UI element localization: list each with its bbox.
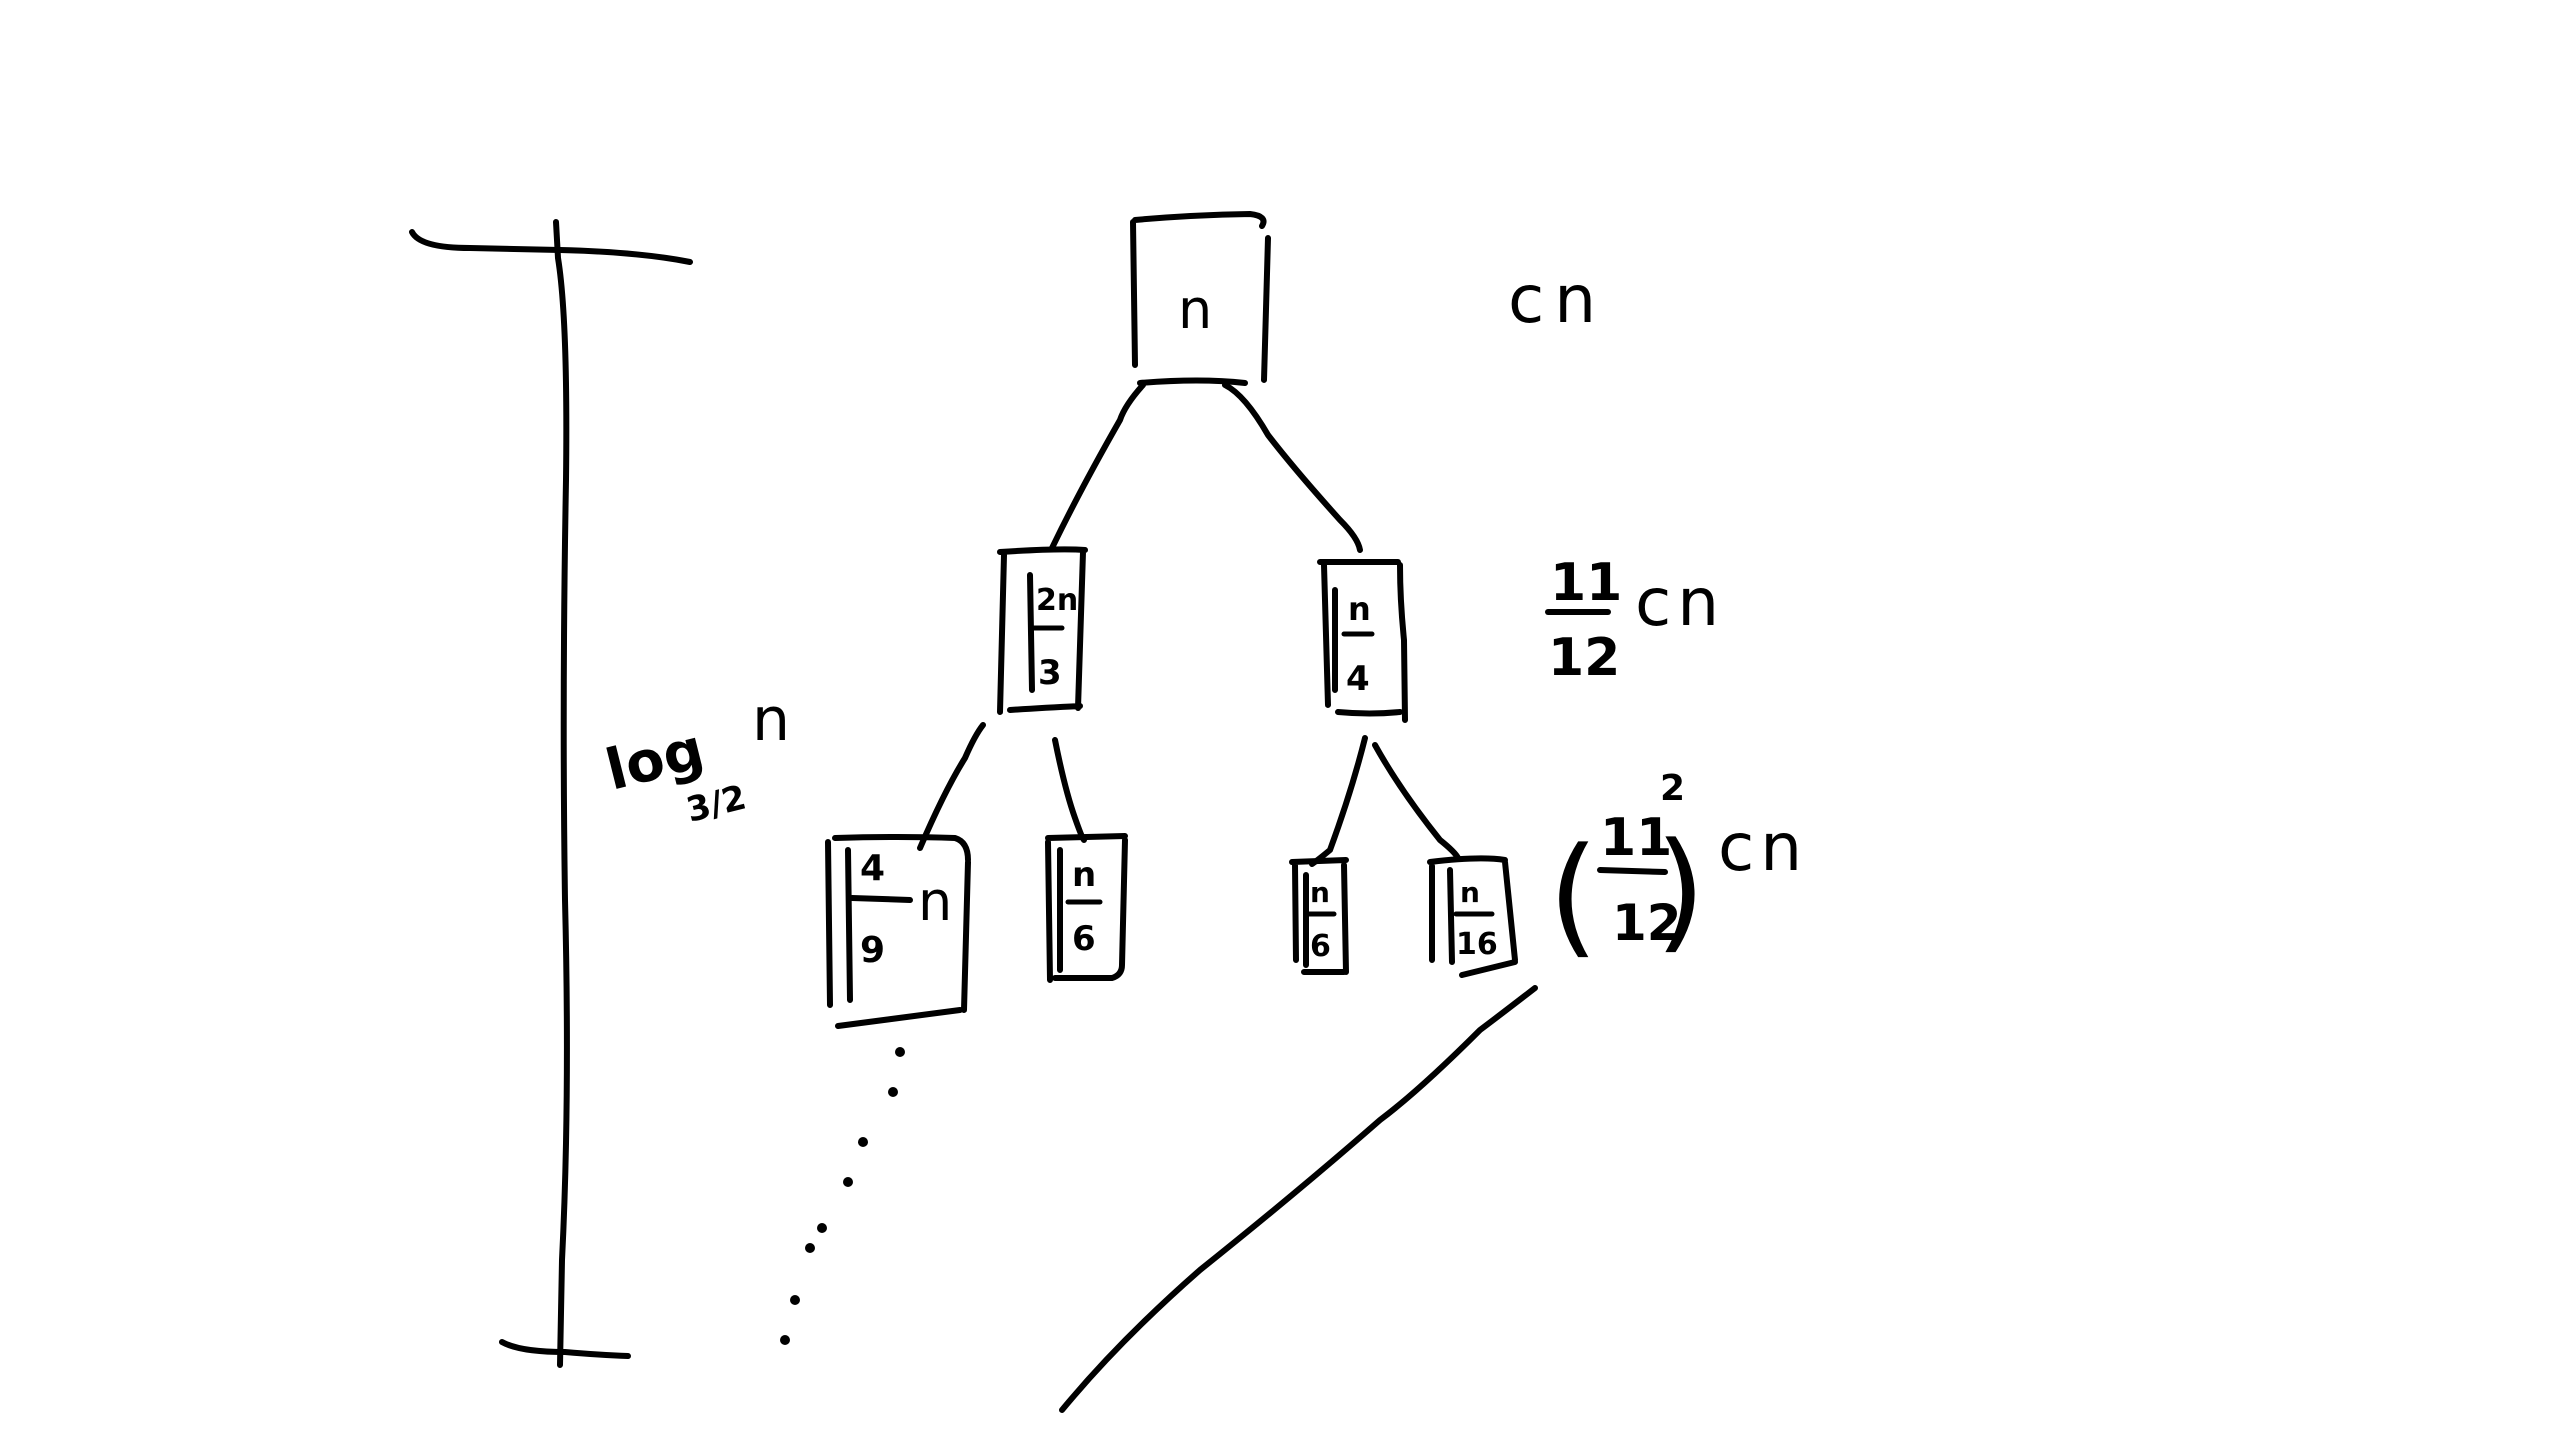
edge-right-leftchild bbox=[1309, 735, 1368, 867]
height-base-text: 3/2 bbox=[683, 777, 751, 830]
node-4-over-9-numerator: 4 bbox=[860, 848, 885, 889]
node-4-over-9-denominator: 9 bbox=[860, 930, 885, 971]
continuation-dot bbox=[888, 1087, 898, 1097]
node-n-over-4: n 4 bbox=[1317, 559, 1408, 723]
node-2n-over-3-numerator: 2n bbox=[1036, 583, 1078, 618]
level-cost-2-suffix: cn bbox=[1718, 809, 1808, 886]
level-cost-1: 11 12 cn bbox=[1545, 553, 1725, 688]
node-n-over-6-right: n 6 bbox=[1289, 857, 1349, 975]
edge-left-leftchild bbox=[917, 722, 986, 851]
height-argument-text: n bbox=[752, 685, 790, 755]
level-cost-2-open-paren: ( bbox=[1548, 819, 1599, 971]
node-4-over-9-fraction-bar bbox=[849, 895, 913, 903]
node-n-over-6-left-box bbox=[1045, 833, 1128, 983]
node-n-over-6-left-denominator: 6 bbox=[1072, 919, 1096, 959]
level-cost-2-denominator: 12 bbox=[1612, 894, 1682, 952]
bracket-vertical-line bbox=[553, 219, 570, 1368]
bracket-bottom-bar bbox=[499, 1339, 631, 1359]
node-n-over-16-box bbox=[1427, 855, 1518, 978]
level-cost-2-numerator: 11 bbox=[1600, 808, 1672, 868]
level-cost-1-numerator: 11 bbox=[1550, 553, 1622, 613]
continuation-dot bbox=[843, 1177, 853, 1187]
node-n-over-16-denominator: 16 bbox=[1456, 927, 1498, 962]
edge-root-right bbox=[1222, 382, 1363, 553]
level-cost-2-exponent: 2 bbox=[1660, 768, 1685, 809]
level-cost-1-suffix: cn bbox=[1635, 564, 1725, 641]
level-cost-0-text: cn bbox=[1508, 261, 1606, 338]
continuation-dot bbox=[805, 1243, 815, 1253]
node-n-over-16: n 16 bbox=[1427, 855, 1518, 978]
node-n-over-6-left: n 6 bbox=[1045, 833, 1128, 983]
node-n-over-16-numerator: n bbox=[1460, 876, 1480, 909]
node-root-box bbox=[1130, 211, 1271, 386]
level-cost-1-denominator: 12 bbox=[1548, 628, 1620, 688]
node-n-over-6-right-denominator: 6 bbox=[1310, 929, 1331, 964]
node-n-over-4-box bbox=[1317, 559, 1408, 723]
level-cost-2-close-paren: ) bbox=[1655, 814, 1706, 966]
bracket-top-bar bbox=[409, 229, 693, 265]
continuation-dot bbox=[780, 1335, 790, 1345]
shrinking-diagonal-line bbox=[1059, 985, 1538, 1413]
node-2n-over-3-box bbox=[997, 546, 1088, 715]
continuation-dot bbox=[817, 1223, 827, 1233]
edge-left-rightchild bbox=[1052, 737, 1087, 843]
node-4-over-9-n-box bbox=[825, 834, 971, 1029]
continuation-dot bbox=[790, 1295, 800, 1305]
edge-right-rightchild bbox=[1372, 742, 1461, 861]
height-label: log 3/2 n bbox=[600, 685, 790, 831]
node-n-over-6-right-box bbox=[1289, 857, 1349, 975]
continuation-dots bbox=[780, 1047, 905, 1345]
node-4-over-9-suffix: n bbox=[918, 870, 952, 933]
node-root: n bbox=[1130, 211, 1271, 386]
node-4-over-9-n: 4 9 n bbox=[825, 834, 971, 1029]
node-n-over-6-left-numerator: n bbox=[1072, 855, 1096, 895]
node-n-over-6-right-numerator: n bbox=[1310, 876, 1330, 909]
node-2n-over-3: 2n 3 bbox=[997, 546, 1088, 715]
level-cost-2: ( 11 12 ) 2 cn bbox=[1548, 768, 1808, 971]
node-n-over-4-numerator: n bbox=[1348, 590, 1371, 628]
continuation-dot bbox=[858, 1137, 868, 1147]
level-cost-0: cn bbox=[1508, 261, 1606, 338]
continuation-dot bbox=[895, 1047, 905, 1057]
node-2n-over-3-denominator: 3 bbox=[1038, 653, 1062, 693]
height-bracket bbox=[409, 219, 693, 1368]
level-cost-2-fraction-bar bbox=[1597, 867, 1668, 875]
node-root-label: n bbox=[1178, 278, 1212, 341]
node-n-over-4-denominator: 4 bbox=[1346, 659, 1370, 699]
edge-root-left bbox=[1049, 382, 1146, 551]
